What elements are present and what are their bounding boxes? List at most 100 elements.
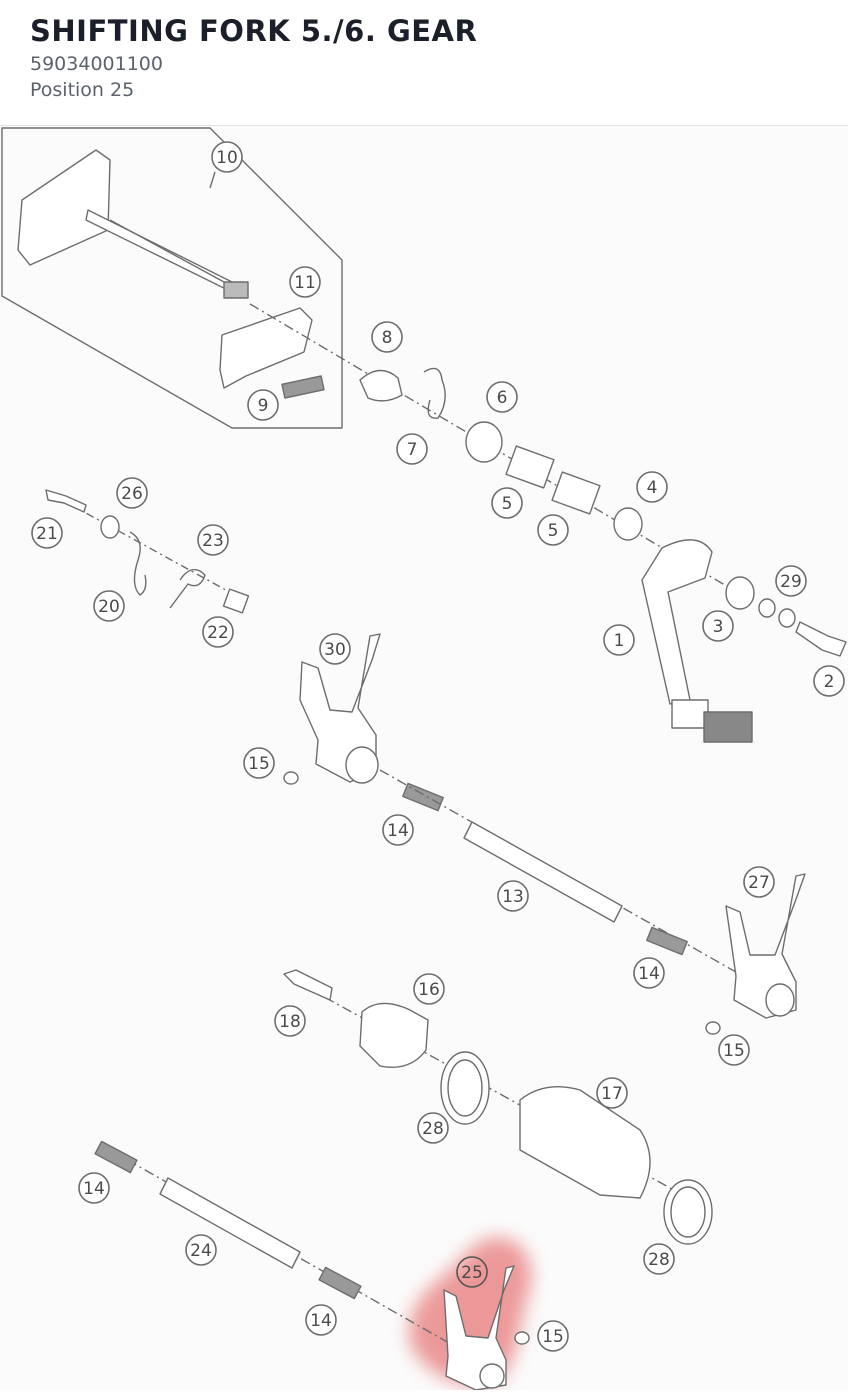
part-bushing-5a	[505, 445, 555, 489]
part-ring-29a	[758, 598, 776, 618]
part-spring-9	[281, 375, 325, 399]
callout-label-23: 23	[202, 531, 224, 551]
part-segment-16	[359, 1002, 429, 1068]
callout-label-26: 26	[121, 484, 143, 504]
part-fork-27	[725, 873, 806, 1019]
callout-label-24: 24	[190, 1241, 212, 1261]
callout-circle-14	[305, 1304, 337, 1336]
callout-circle-22	[202, 616, 234, 648]
callout-circle-21	[31, 517, 63, 549]
callout-label-16: 16	[418, 980, 440, 1000]
part-shift-shaft	[17, 149, 249, 299]
callout-circle-30	[319, 633, 351, 665]
part-drum-17	[519, 1085, 651, 1199]
part-ring-29b	[778, 608, 796, 628]
callout-label-20: 20	[98, 597, 120, 617]
callout-circle-14	[382, 814, 414, 846]
callout-circle-25	[456, 1256, 488, 1288]
callout-circle-8	[371, 321, 403, 353]
callout-circle-29	[775, 565, 807, 597]
part-rod-24	[159, 1177, 301, 1269]
part-fork-30	[299, 633, 381, 783]
callout-label-15: 15	[248, 754, 270, 774]
callout-label-22: 22	[207, 623, 229, 643]
part-bolt-18	[283, 969, 333, 1001]
callout-label-15: 15	[542, 1327, 564, 1347]
part-shift-lever	[641, 539, 713, 705]
callout-label-3: 3	[713, 617, 724, 637]
callout-circle-10	[211, 141, 243, 173]
callout-label-14: 14	[387, 821, 409, 841]
callout-label-14: 14	[310, 1311, 332, 1331]
callout-circle-9	[247, 389, 279, 421]
part-bolt-21	[45, 489, 87, 513]
callout-label-1: 1	[614, 631, 625, 651]
callout-circle-14	[633, 957, 665, 989]
part-number: 59034001100	[30, 53, 163, 75]
callout-label-28: 28	[422, 1119, 444, 1139]
callout-circle-18	[274, 1005, 306, 1037]
callout-circle-11	[289, 266, 321, 298]
callout-label-9: 9	[258, 396, 269, 416]
callout-circle-3	[702, 610, 734, 642]
callout-circle-15	[243, 747, 275, 779]
part-lever-20	[129, 531, 147, 596]
part-shift-plate	[219, 307, 313, 389]
part-clip-7	[423, 367, 446, 419]
part-title: SHIFTING FORK 5./6. GEAR	[30, 14, 478, 48]
part-position: Position 25	[30, 79, 135, 101]
callout-circle-26	[116, 477, 148, 509]
part-spring-14d	[318, 1266, 362, 1300]
callout-circle-24	[185, 1234, 217, 1266]
part-pin-15b	[705, 1021, 721, 1035]
callout-circle-15	[537, 1320, 569, 1352]
callout-circle-17	[596, 1077, 628, 1109]
part-washer-6	[465, 421, 503, 463]
part-ring-4	[613, 507, 643, 541]
callout-circle-27	[743, 866, 775, 898]
callout-circle-23	[197, 524, 229, 556]
callout-label-4: 4	[647, 478, 658, 498]
callout-label-18: 18	[279, 1012, 301, 1032]
part-spring-14c	[94, 1140, 138, 1174]
callout-label-14: 14	[83, 1179, 105, 1199]
callout-label-21: 21	[36, 524, 58, 544]
callout-label-30: 30	[324, 640, 346, 660]
callout-circle-20	[93, 590, 125, 622]
part-rod-13	[463, 821, 623, 923]
callout-label-2: 2	[824, 672, 835, 692]
callout-circle-2	[813, 665, 845, 697]
callout-circle-16	[413, 973, 445, 1005]
callout-circle-6	[486, 381, 518, 413]
callout-circle-7	[396, 433, 428, 465]
part-washer-26	[100, 515, 120, 539]
callout-label-29: 29	[780, 572, 802, 592]
part-footpeg	[703, 711, 753, 743]
callout-circle-5	[491, 487, 523, 519]
callout-label-7: 7	[407, 440, 418, 460]
callout-label-8: 8	[382, 328, 393, 348]
part-spring-14b	[646, 926, 688, 956]
callout-label-15: 15	[723, 1041, 745, 1061]
callout-label-25: 25	[461, 1263, 483, 1283]
callout-circle-28	[417, 1112, 449, 1144]
callout-circle-1	[603, 624, 635, 656]
part-bearing-8	[359, 369, 403, 402]
callout-label-13: 13	[502, 887, 524, 907]
part-header: SHIFTING FORK 5./6. GEAR 59034001100 Pos…	[0, 0, 848, 126]
callout-circle-15	[718, 1034, 750, 1066]
callout-label-11: 11	[294, 273, 316, 293]
callout-label-28: 28	[648, 1250, 670, 1270]
part-pin-15c	[514, 1331, 530, 1345]
callout-circle-28	[643, 1243, 675, 1275]
callout-label-5: 5	[548, 521, 559, 541]
callout-label-6: 6	[497, 388, 508, 408]
callout-circle-4	[636, 471, 668, 503]
part-bolt-2	[795, 621, 847, 657]
callout-label-17: 17	[601, 1084, 623, 1104]
part-roller-22	[222, 588, 250, 614]
inset-box	[1, 127, 343, 429]
part-pin-15a	[283, 771, 299, 785]
